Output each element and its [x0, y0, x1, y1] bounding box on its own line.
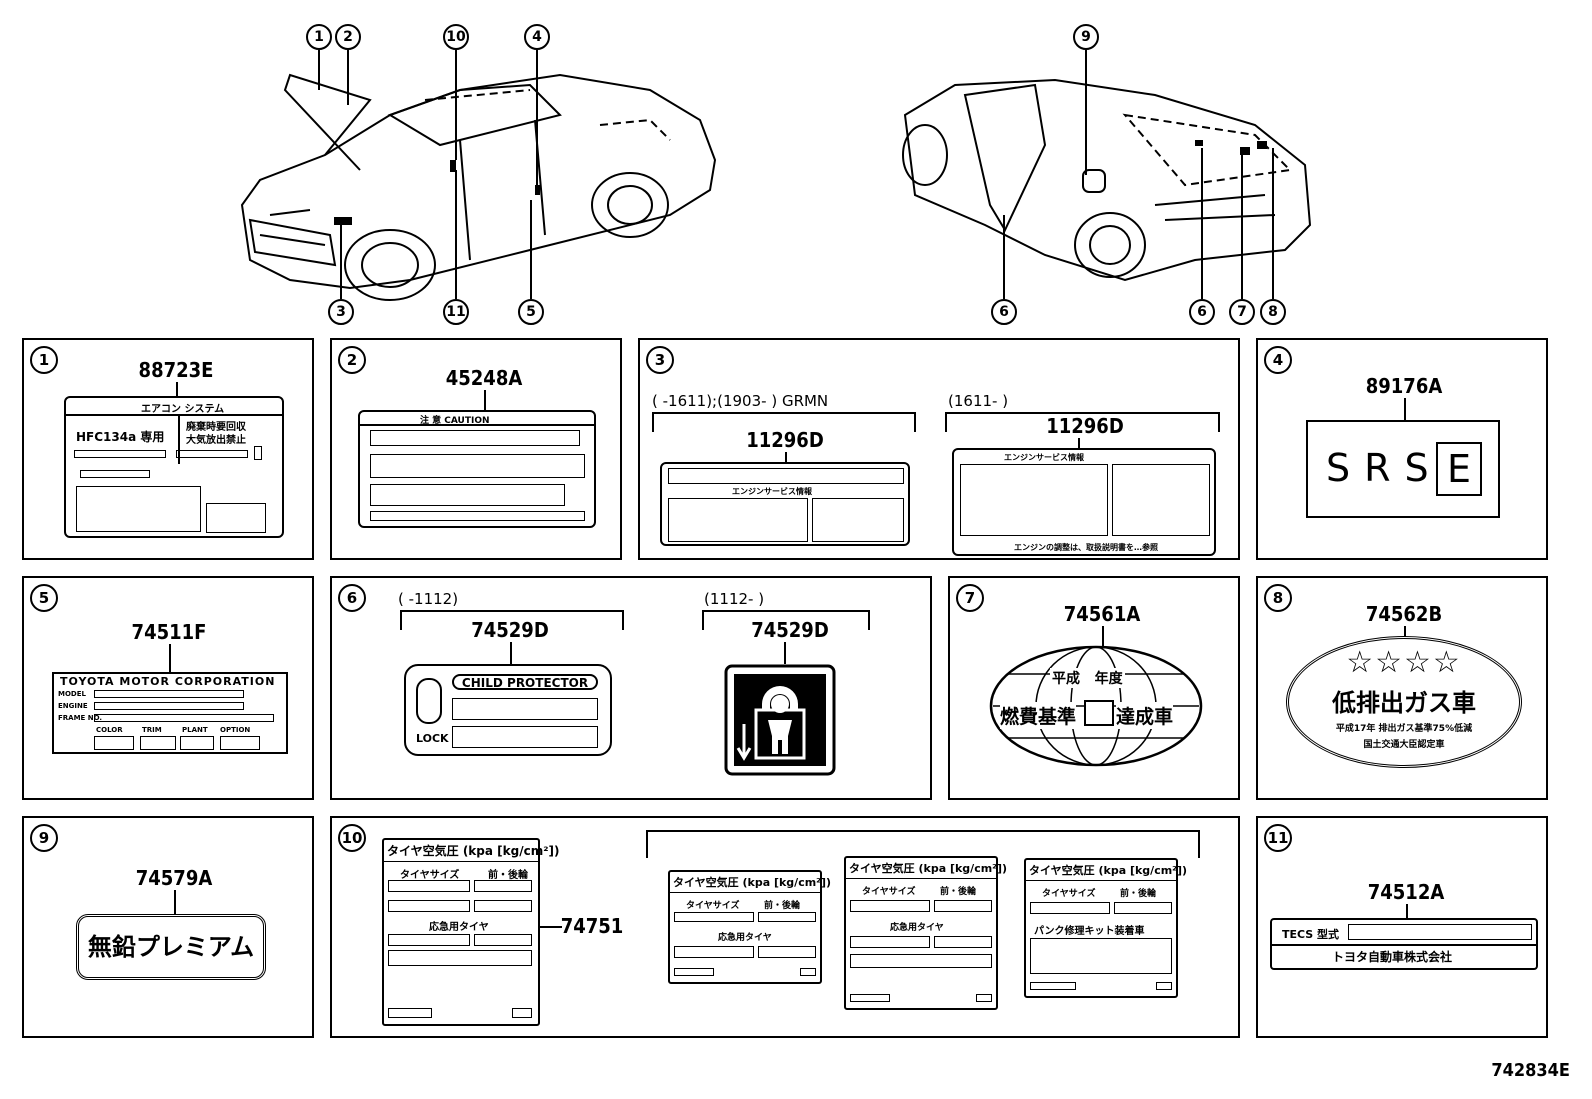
- part-number: 74579A: [135, 866, 213, 890]
- panel-number: 7: [956, 584, 984, 612]
- srs-label: SRS E: [1306, 420, 1500, 518]
- callout-1: 1: [306, 24, 332, 50]
- panel-number: 10: [338, 824, 366, 852]
- panel-number: 6: [338, 584, 366, 612]
- part-number: 74561A: [1063, 602, 1141, 626]
- engine-label-a: エンジンサービス情報: [660, 462, 910, 546]
- premium-unleaded-label: 無鉛プレミアム: [76, 914, 266, 980]
- tire-pressure-label-2: タイヤ空気圧 (kpa [kg/cm²]) タイヤサイズ 前・後輪 応急用タイヤ: [668, 870, 831, 984]
- callout-11: 11: [443, 299, 469, 325]
- callout-9: 9: [1073, 24, 1099, 50]
- panel-11: 11 74512A TECS 型式 トヨタ自動車株式会社: [1256, 816, 1548, 1038]
- part-number: 89176A: [1365, 374, 1443, 398]
- aircon-label: エアコン システム HFC134a 専用 廃棄時要回収 大気放出禁止: [64, 396, 284, 538]
- panel-8: 8 74562B ☆☆☆☆ 低排出ガス車 平成17年 排出ガス基準75%低減 国…: [1256, 576, 1548, 800]
- part-number: 45248A: [445, 366, 523, 390]
- panel-7: 7 74561A 平成 年度 燃費基準 達成車: [948, 576, 1240, 800]
- callout-7: 7: [1229, 299, 1255, 325]
- panel-4: 4 89176A SRS E: [1256, 338, 1548, 560]
- part-number: 74512A: [1367, 880, 1445, 904]
- panel-3: 3 ( -1611);(1903- ) GRMN (1611- ) 11296D…: [638, 338, 1240, 560]
- part-number-b: 74529D: [751, 618, 829, 642]
- panel-5: 5 74511F TOYOTA MOTOR CORPORATION MODEL …: [22, 576, 314, 800]
- vin-plate: TOYOTA MOTOR CORPORATION MODEL ENGINE FR…: [52, 672, 288, 754]
- engine-label-b: エンジンサービス情報 エンジンの調整は、取扱説明書を…参照: [952, 448, 1216, 556]
- tire-pressure-label-3: タイヤ空気圧 (kpa [kg/cm²]) タイヤサイズ 前・後輪 応急用タイヤ: [844, 856, 1007, 1010]
- fuel-economy-standard: 燃費基準: [1000, 702, 1077, 729]
- car-front-view-illustration: [240, 73, 717, 301]
- diagram-id: 742834E: [1491, 1060, 1570, 1081]
- condition-a: ( -1611);(1903- ) GRMN: [652, 392, 829, 410]
- callout-5: 5: [518, 299, 544, 325]
- low-emission-label: ☆☆☆☆ 低排出ガス車 平成17年 排出ガス基準75%低減 国土交通大臣認定車: [1286, 636, 1522, 768]
- part-number-a: 74529D: [471, 618, 549, 642]
- callout-4: 4: [524, 24, 550, 50]
- condition-b: (1112- ): [704, 590, 765, 608]
- part-number-b: 11296D: [1046, 414, 1124, 438]
- part-number: 88723E: [138, 358, 214, 382]
- callout-3: 3: [328, 299, 354, 325]
- part-number-a: 11296D: [746, 428, 824, 452]
- caution-label: 注 意 CAUTION: [358, 410, 596, 528]
- fuel-economy-achieved: 達成車: [1116, 702, 1174, 729]
- panel-number: 3: [646, 346, 674, 374]
- panel-number: 5: [30, 584, 58, 612]
- condition-a: ( -1112): [398, 590, 459, 608]
- panel-number: 9: [30, 824, 58, 852]
- tecs-label: TECS 型式 トヨタ自動車株式会社: [1270, 918, 1538, 970]
- part-number: 74751: [560, 914, 624, 938]
- panel-10: 10 タイヤ空気圧 (kpa [kg/cm²]) タイヤサイズ 前・後輪 応急用…: [330, 816, 1240, 1038]
- child-protector-label: LOCK CHILD PROTECTOR: [404, 664, 612, 756]
- condition-b: (1611- ): [948, 392, 1009, 410]
- panel-number: 4: [1264, 346, 1292, 374]
- fuel-economy-year: 平成 年度: [1050, 668, 1125, 688]
- panel-number: 8: [1264, 584, 1292, 612]
- panel-9: 9 74579A 無鉛プレミアム: [22, 816, 314, 1038]
- panel-number: 1: [30, 346, 58, 374]
- child-lock-pictogram: [724, 664, 836, 776]
- panel-number: 11: [1264, 824, 1292, 852]
- callout-6-left: 6: [991, 299, 1017, 325]
- callout-2: 2: [335, 24, 361, 50]
- panel-1: 1 88723E エアコン システム HFC134a 専用 廃棄時要回収 大気放…: [22, 338, 314, 560]
- panel-2: 2 45248A 注 意 CAUTION: [330, 338, 622, 560]
- part-number: 74562B: [1365, 602, 1443, 626]
- callout-6-right: 6: [1189, 299, 1215, 325]
- tire-pressure-label-1: タイヤ空気圧 (kpa [kg/cm²]) タイヤサイズ 前・後輪 応急用タイヤ: [382, 838, 559, 1026]
- panel-number: 2: [338, 346, 366, 374]
- panel-6: 6 ( -1112) (1112- ) 74529D 74529D LOCK C…: [330, 576, 932, 800]
- callout-8: 8: [1260, 299, 1286, 325]
- part-number: 74511F: [131, 620, 207, 644]
- tire-pressure-label-4: タイヤ空気圧 (kpa [kg/cm²]) タイヤサイズ 前・後輪 パンク修理キ…: [1024, 858, 1187, 998]
- callout-10: 10: [443, 24, 469, 50]
- car-rear-view-illustration: [902, 78, 1312, 282]
